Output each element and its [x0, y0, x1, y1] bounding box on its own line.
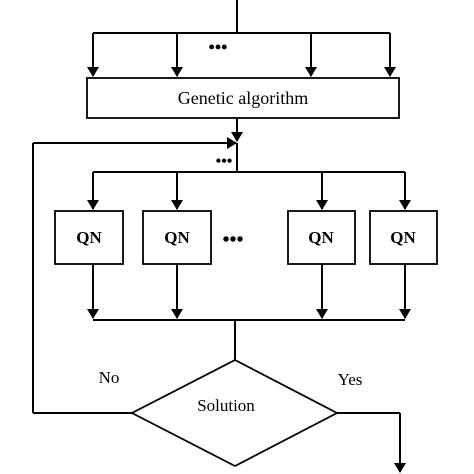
qn-block-3 [287, 210, 356, 265]
top-ellipsis: ••• [209, 37, 228, 57]
qn-block-4-label: QN [390, 228, 416, 247]
no-label: No [99, 368, 120, 387]
qn-row-ellipsis: ••• [222, 229, 243, 251]
solution-decision-diamond [130, 358, 339, 468]
qn-block-3-label: QN [308, 228, 334, 247]
qn-block-1 [54, 210, 124, 265]
genetic-algorithm-label: Genetic algorithm [178, 88, 308, 108]
solution-decision-label: Solution [197, 396, 255, 415]
genetic-algorithm-block [86, 77, 400, 119]
qn-block-2-label: QN [164, 228, 190, 247]
loop-ellipsis: ••• [216, 153, 233, 170]
qn-block-1-label: QN [76, 228, 102, 247]
qn-block-4 [369, 210, 438, 265]
yes-label: Yes [338, 370, 363, 389]
